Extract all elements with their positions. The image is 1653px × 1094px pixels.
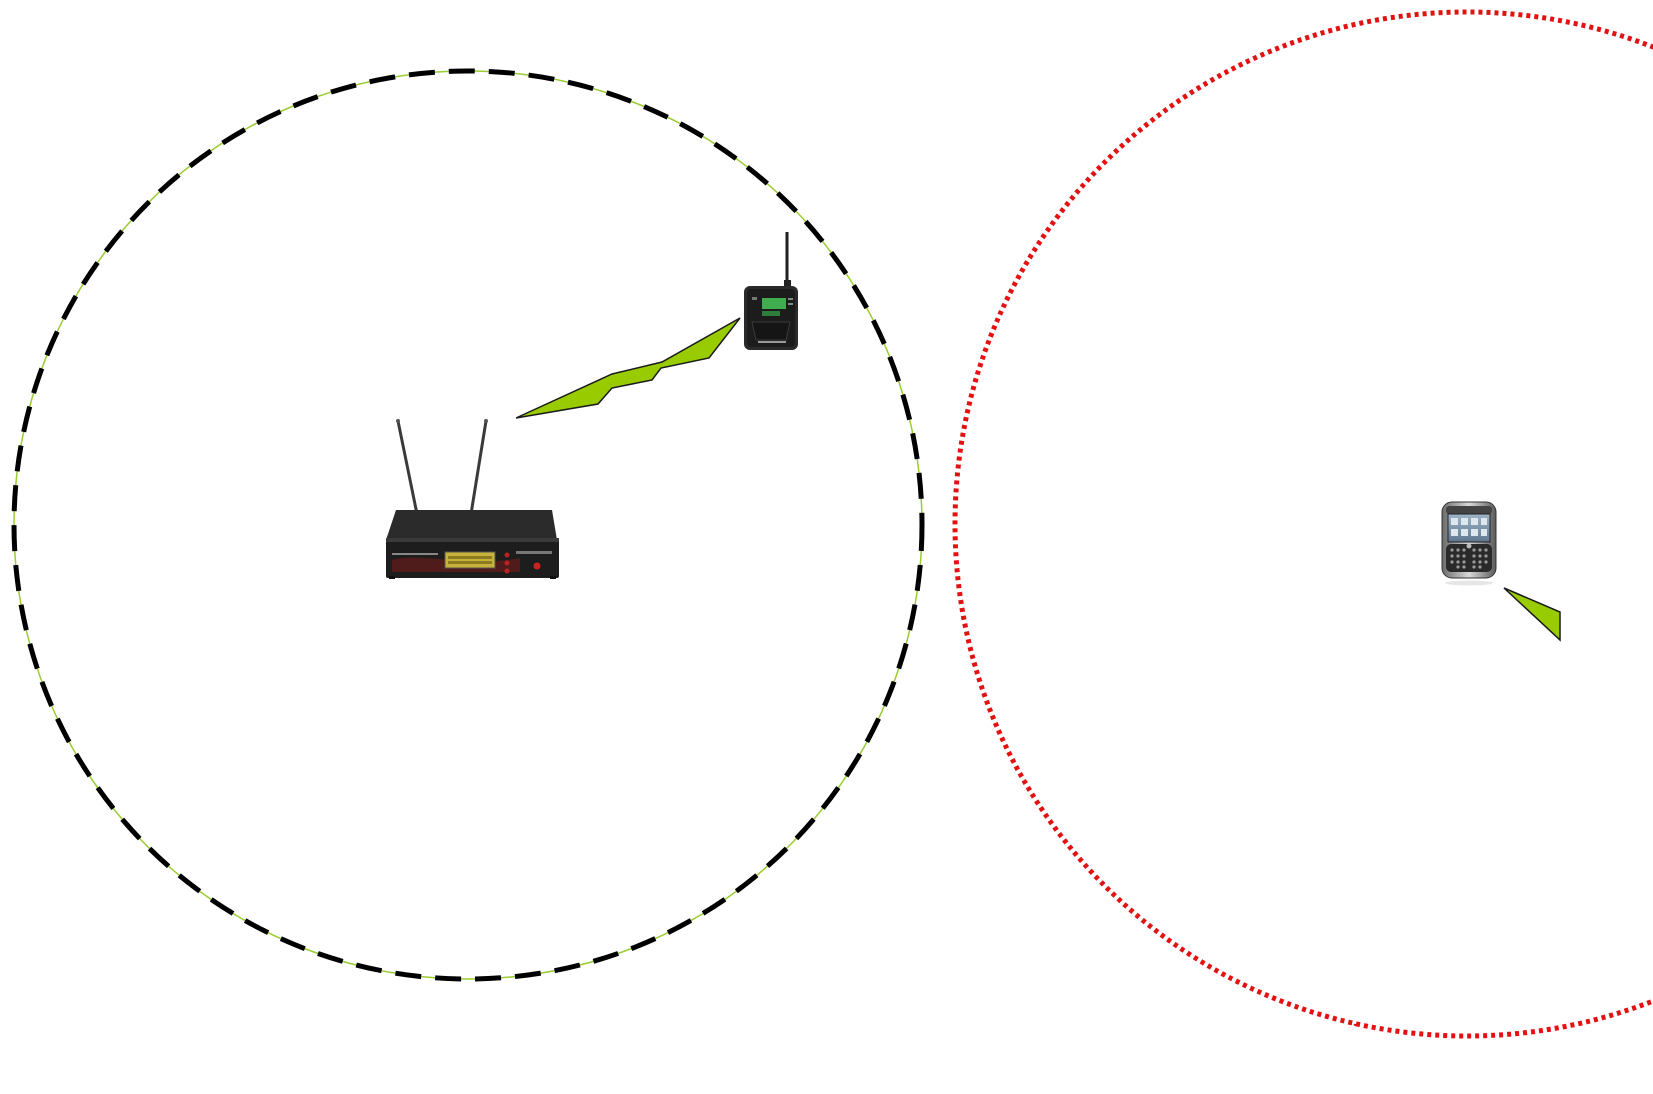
smartphone-icon [1442,502,1496,586]
wireless-receiver-icon [386,419,559,579]
mobile-phone-zone-boundary [955,12,1653,1036]
lightning-signal-icon [516,318,740,418]
bodypack-transmitter-icon [744,232,798,350]
lightning-signal-icon [1504,588,1560,640]
